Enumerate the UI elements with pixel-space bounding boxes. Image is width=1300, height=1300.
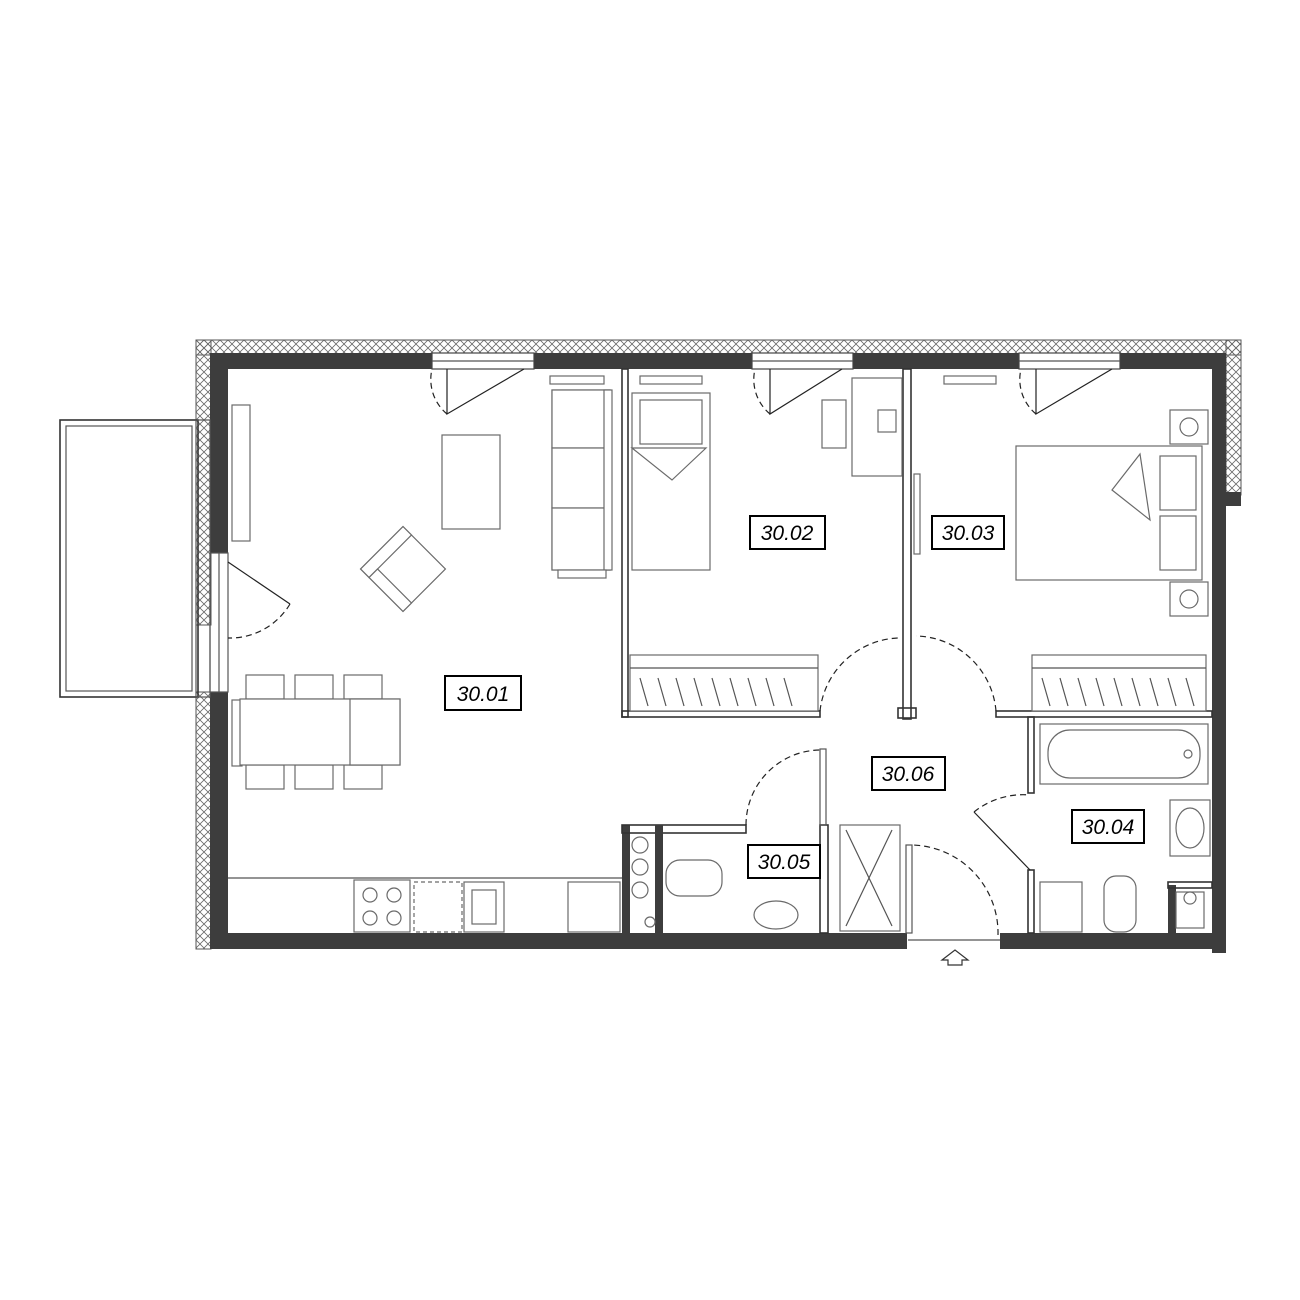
room-label-text: 30.06 bbox=[882, 763, 935, 786]
balcony bbox=[59, 419, 291, 698]
entrance-arrow-icon bbox=[940, 949, 970, 966]
room-label-text: 30.03 bbox=[942, 522, 995, 545]
room-label-30-05: 30.05 bbox=[747, 844, 821, 879]
room-label-text: 30.05 bbox=[758, 851, 811, 874]
living-furniture bbox=[228, 389, 622, 933]
exterior-walls bbox=[210, 353, 1241, 953]
room-label-30-01: 30.01 bbox=[444, 675, 522, 711]
room-label-text: 30.04 bbox=[1082, 816, 1135, 839]
room-label-30-04: 30.04 bbox=[1071, 809, 1145, 844]
room-label-30-06: 30.06 bbox=[871, 756, 946, 791]
room-label-text: 30.01 bbox=[457, 683, 510, 706]
bedroom-main-furniture bbox=[913, 409, 1209, 712]
interior-doors bbox=[745, 635, 1031, 941]
radiators bbox=[231, 375, 997, 767]
room-label-30-03: 30.03 bbox=[931, 515, 1005, 550]
windows bbox=[430, 352, 1121, 416]
bathroom-fixtures bbox=[1039, 723, 1211, 933]
room-label-text: 30.02 bbox=[761, 522, 814, 545]
bedroom-small-furniture bbox=[629, 377, 903, 712]
insulation-layer bbox=[195, 339, 1242, 950]
room-label-30-02: 30.02 bbox=[749, 515, 826, 550]
wc-fixtures bbox=[631, 824, 901, 932]
